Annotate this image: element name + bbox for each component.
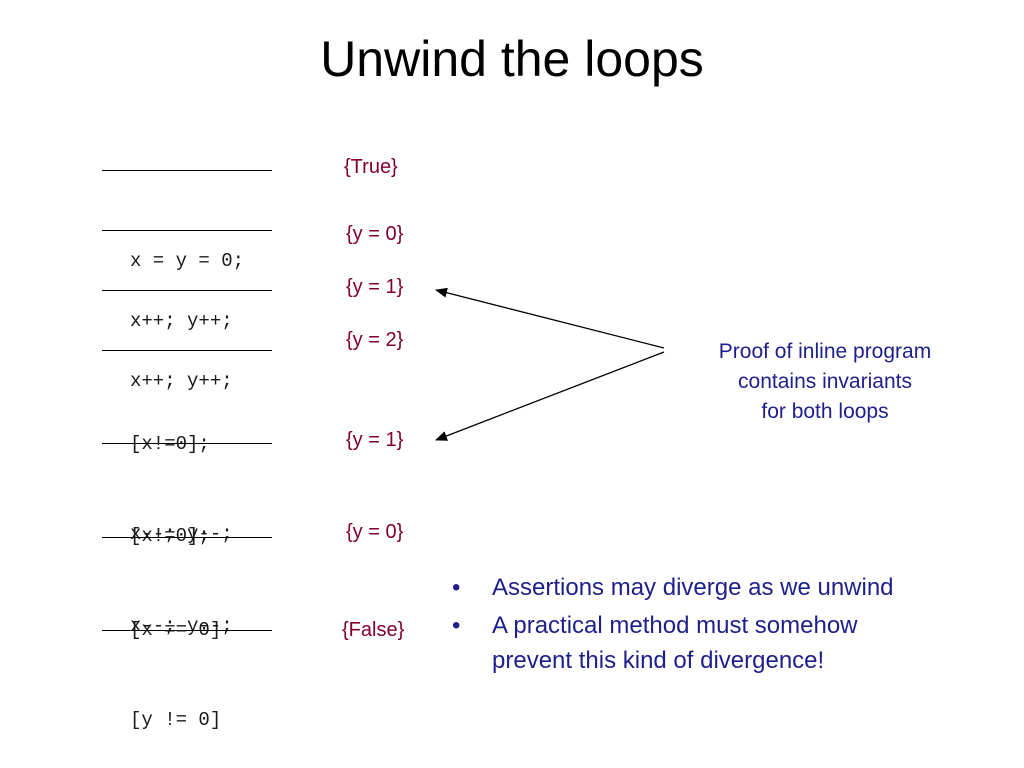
assertion: {y = 2} bbox=[346, 329, 404, 351]
separator-rule bbox=[102, 630, 272, 631]
code-line: [y != 0] bbox=[130, 709, 222, 731]
code-block-decrement-1: [x!=0]; x--; y--; bbox=[130, 369, 233, 579]
separator-rule bbox=[102, 230, 272, 231]
bullet-list: • Assertions may diverge as we unwind • … bbox=[452, 570, 992, 678]
bullet-text: A practical method must somehow bbox=[492, 612, 858, 639]
separator-rule bbox=[102, 350, 272, 351]
separator-rule bbox=[102, 537, 272, 538]
code-block-init: x = y = 0; bbox=[130, 186, 244, 306]
separator-rule bbox=[102, 290, 272, 291]
bullet-text: Assertions may diverge as we unwind bbox=[492, 574, 894, 601]
code-line: x = y = 0; bbox=[130, 250, 245, 272]
bullet-item: • A practical method must somehow preven… bbox=[452, 608, 992, 678]
separator-rule bbox=[102, 170, 272, 171]
code-block-exit: [x == 0] [y != 0] bbox=[130, 555, 221, 765]
code-line: x--; y--; bbox=[130, 615, 233, 637]
assertion: {y = 0} bbox=[346, 521, 404, 543]
proof-note: Proof of inline program contains invaria… bbox=[680, 337, 970, 427]
code-line: x--; y--; bbox=[130, 523, 233, 545]
bullet-item: • Assertions may diverge as we unwind bbox=[452, 570, 992, 605]
bullet-marker: • bbox=[452, 574, 461, 601]
code-line: [x!=0]; bbox=[130, 433, 210, 455]
arrow-to-lower-invariant bbox=[435, 351, 665, 441]
assertion: {y = 0} bbox=[346, 223, 404, 245]
code-line: x++; y++; bbox=[130, 310, 233, 332]
bullet-marker: • bbox=[452, 612, 461, 639]
note-line: contains invariants bbox=[738, 370, 912, 393]
note-line: Proof of inline program bbox=[718, 340, 932, 363]
code-block-decrement-2: [x!=0]; x--; y--; bbox=[130, 461, 233, 671]
code-line: x++; y++; bbox=[130, 370, 233, 392]
assertion: {y = 1} bbox=[346, 276, 404, 298]
assertion: {y = 1} bbox=[346, 429, 404, 451]
code-block-increment-1: x++; y++; bbox=[130, 246, 233, 366]
assertion: {False} bbox=[342, 619, 405, 641]
note-line: for both loops bbox=[761, 400, 889, 423]
code-block-increment-2: x++; y++; bbox=[130, 306, 233, 426]
arrow-to-upper-invariant bbox=[435, 287, 665, 349]
code-line: [x!=0]; bbox=[130, 525, 210, 547]
bullet-text: prevent this kind of divergence! bbox=[492, 647, 825, 674]
code-line: [x == 0] bbox=[130, 619, 222, 641]
assertion: {True} bbox=[344, 156, 398, 178]
slide-title: Unwind the loops bbox=[320, 31, 704, 87]
separator-rule bbox=[102, 443, 272, 444]
